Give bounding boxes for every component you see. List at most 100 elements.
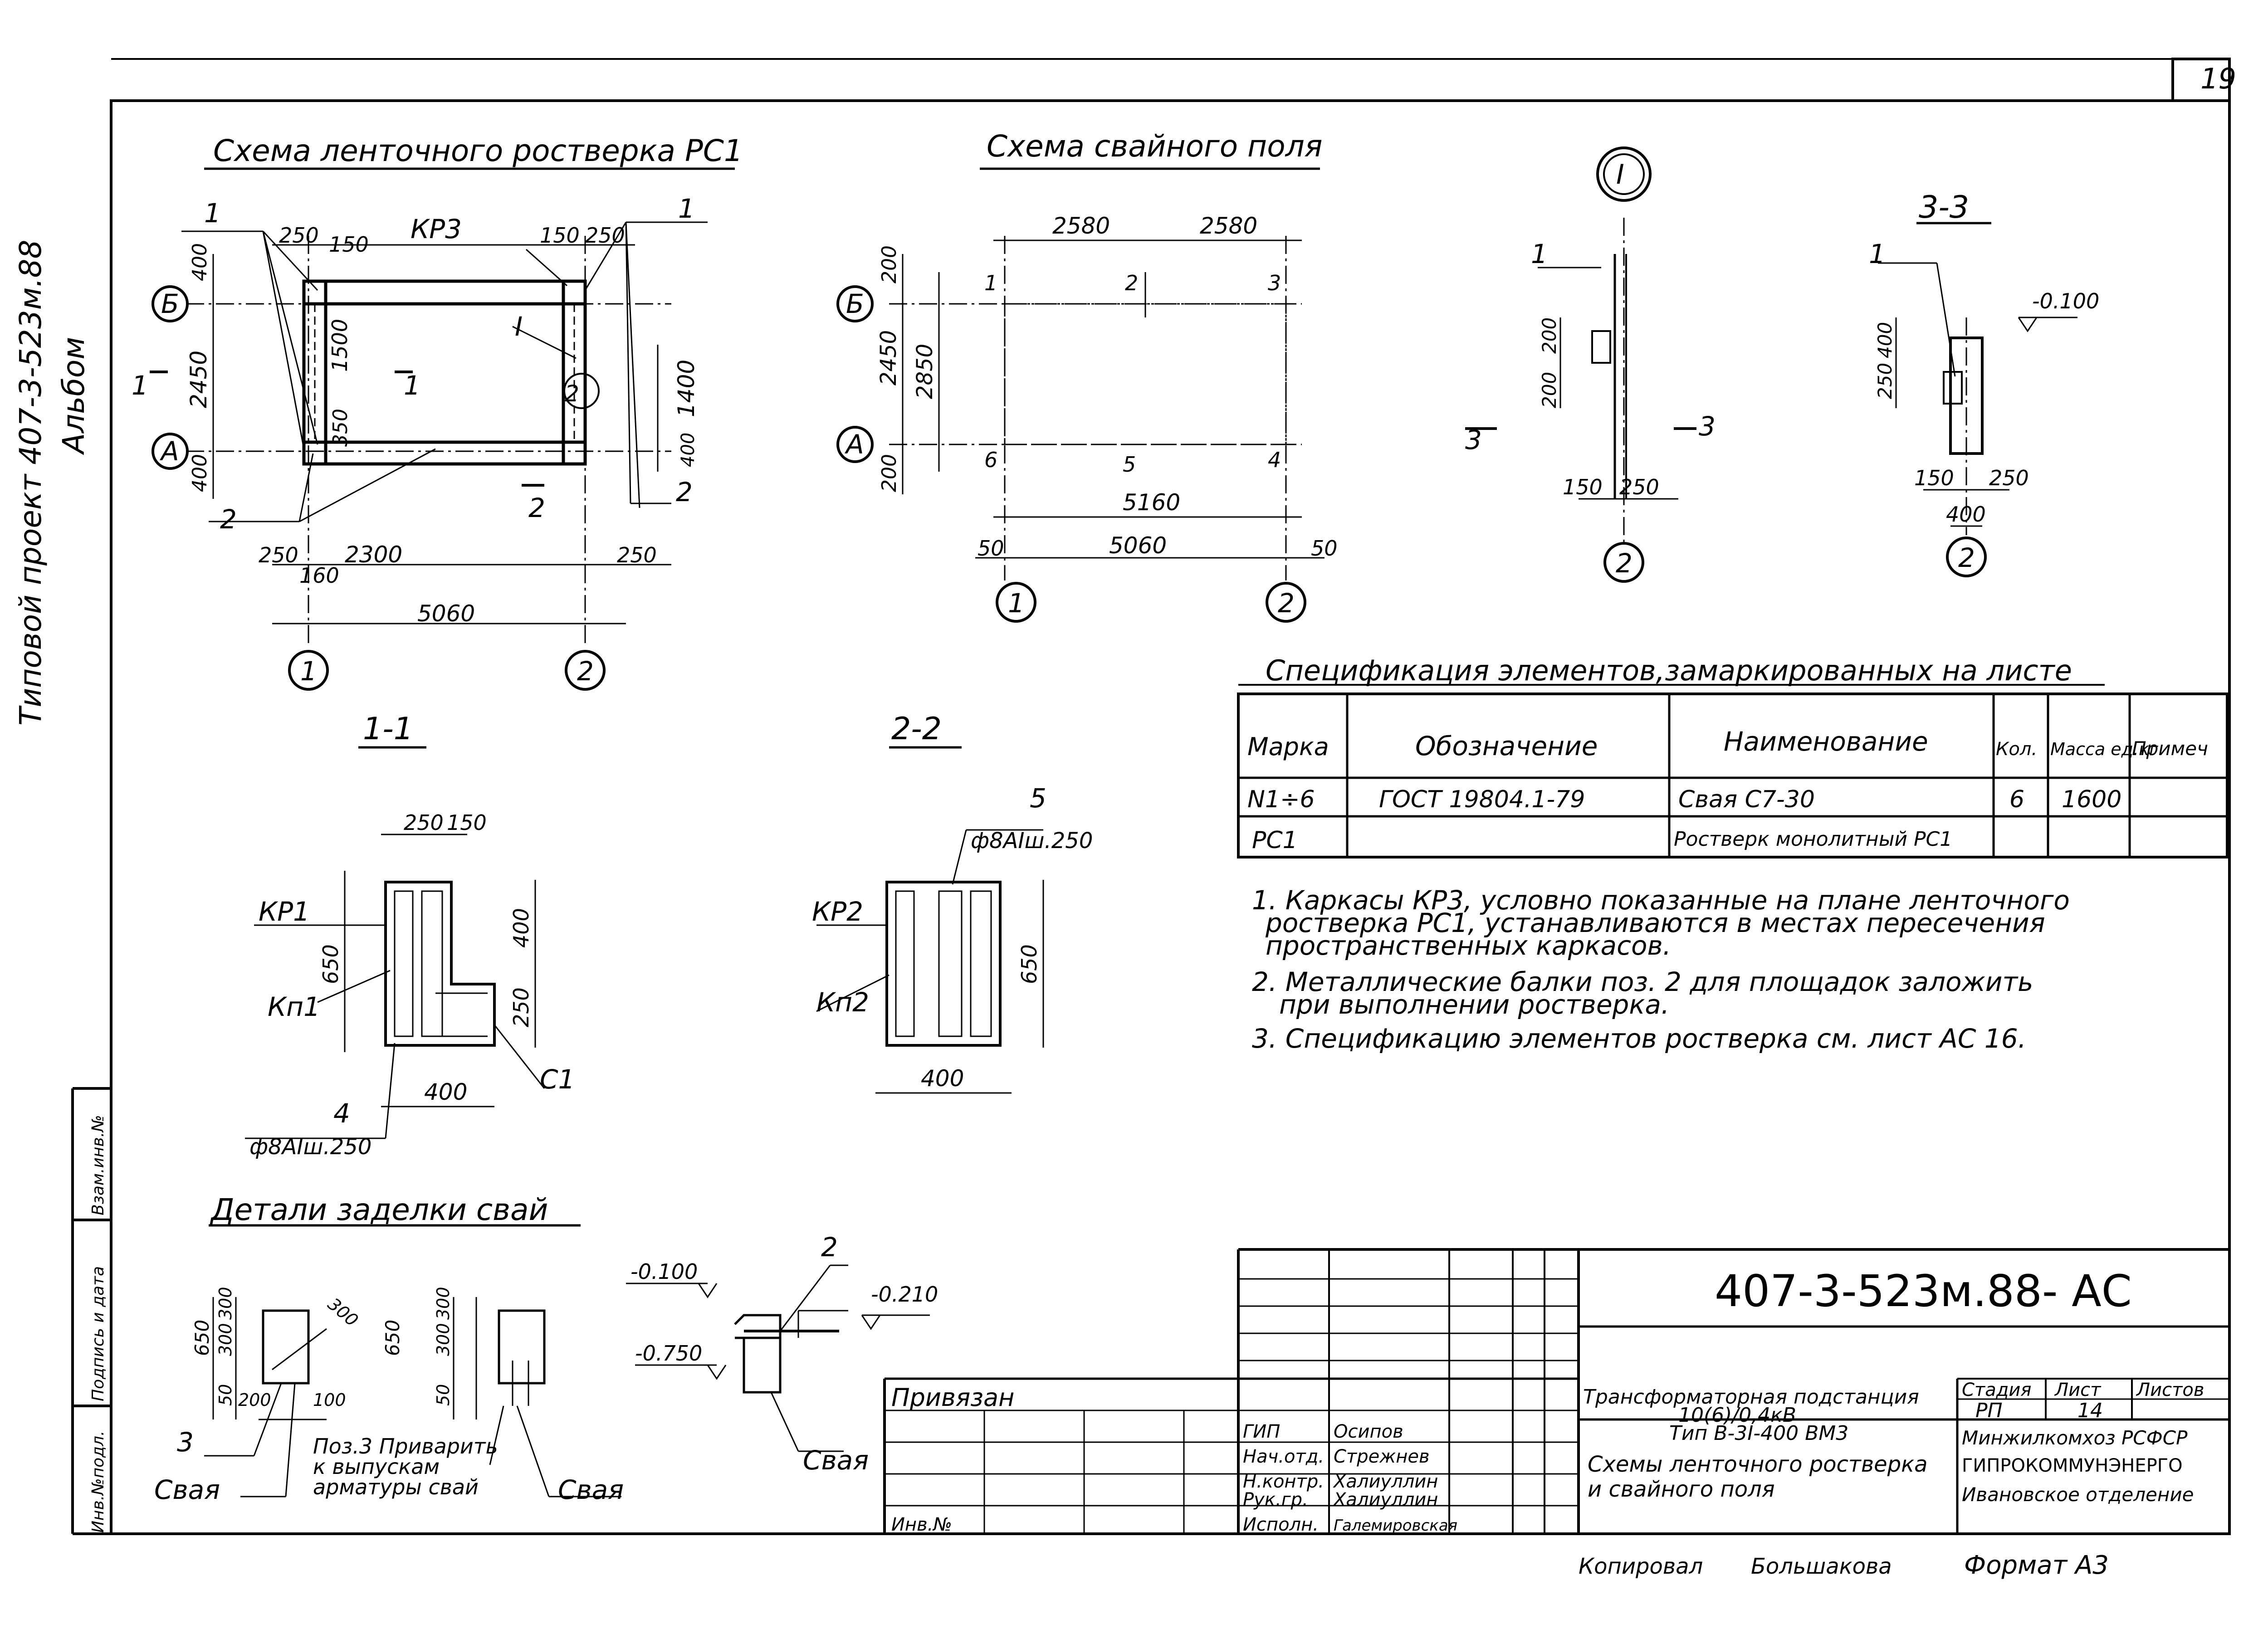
section-1-1 bbox=[245, 746, 545, 1139]
plan-piles-title: Схема свайного поля bbox=[987, 129, 1322, 164]
axis-2-piles: 2 bbox=[1278, 588, 1295, 619]
copied-label: Копировал bbox=[1579, 1554, 1703, 1579]
pd-pile-a: Свая bbox=[154, 1474, 220, 1505]
pd-dim-650a: 650 bbox=[191, 1320, 213, 1356]
dim-350: 350 bbox=[329, 409, 352, 447]
spec-header-mass: Масса ед.кг bbox=[2050, 739, 2159, 759]
section-2-2 bbox=[816, 746, 1044, 1094]
pile-details bbox=[204, 1224, 930, 1497]
dim-2300: 2300 bbox=[345, 541, 402, 568]
dim-2580b: 2580 bbox=[1200, 213, 1257, 239]
dim-400-bot: 400 bbox=[188, 454, 211, 492]
page-number: 19 bbox=[2200, 62, 2236, 95]
project-line-2: 10(6)/0,4кВ bbox=[1678, 1404, 1796, 1427]
pile-details-title: Детали заделки свай bbox=[210, 1192, 548, 1227]
name-1: Осипов bbox=[1334, 1421, 1403, 1442]
note-line-4: 2. Металлические балки поз. 2 для площад… bbox=[1252, 966, 2033, 997]
org-line-1: Минжилкомхоз РСФСР bbox=[1962, 1427, 2188, 1449]
spec-row2-name: Ростверк монолитный РС1 bbox=[1674, 828, 1952, 851]
detail-I-dim-250: 250 bbox=[1619, 475, 1659, 499]
axis-A-rost: А bbox=[159, 436, 179, 467]
detail-I-mark: I bbox=[1616, 159, 1624, 190]
role-3: Н.контр. bbox=[1243, 1471, 1324, 1492]
detail-I bbox=[1465, 146, 1696, 583]
section-1-1-dim-150: 150 bbox=[447, 810, 487, 835]
role-5: Исполн. bbox=[1243, 1514, 1319, 1535]
section-1-1-dim-650: 650 bbox=[318, 944, 343, 984]
label-kr1: КР1 bbox=[259, 896, 310, 927]
pd-dim-300a: 300 bbox=[215, 1287, 235, 1320]
dim-250-bot-a: 250 bbox=[259, 543, 298, 567]
privyazan-label: Привязан bbox=[891, 1383, 1014, 1412]
role-4: Рук.гр. bbox=[1243, 1489, 1308, 1510]
spec-row1-designation: ГОСТ 19804.1-79 bbox=[1379, 786, 1585, 813]
org-line-3: Ивановское отделение bbox=[1962, 1483, 2194, 1506]
pos2-left: 2 bbox=[220, 504, 237, 535]
inv-label: Инв.№ bbox=[891, 1514, 952, 1535]
axis-B-rost: Б bbox=[161, 288, 179, 319]
detail-I-dim-150: 150 bbox=[1563, 475, 1603, 499]
detail-I-dim-200a: 200 bbox=[1538, 317, 1560, 354]
dim-2450-piles: 2450 bbox=[876, 330, 901, 385]
sheet-title-line-1: Схемы ленточного ростверка bbox=[1588, 1452, 1928, 1477]
section-3-3-dim-250: 250 bbox=[1874, 363, 1896, 399]
pd-level-2: -0.750 bbox=[635, 1341, 702, 1366]
sheet-header: Лист bbox=[2054, 1380, 2102, 1400]
spec-row1-qty: 6 bbox=[2009, 786, 2024, 813]
page-number-box bbox=[2171, 58, 2231, 102]
pos1-left: 1 bbox=[204, 198, 221, 229]
note-line-6: 3. Спецификацию элементов ростверка см. … bbox=[1252, 1023, 2026, 1054]
note-line-5: при выполнении ростверка. bbox=[1279, 989, 1669, 1020]
dim-2580a: 2580 bbox=[1052, 213, 1110, 239]
section-3-3-dim-250b: 250 bbox=[1989, 466, 2029, 490]
dim-50a: 50 bbox=[978, 536, 1004, 561]
detail-I-pos: 1 bbox=[1531, 239, 1548, 269]
sheet-frame bbox=[110, 99, 2231, 1535]
dim-250b: 250 bbox=[585, 223, 625, 248]
section-3-3-dim-400: 400 bbox=[1874, 322, 1896, 358]
axis-1-rost: 1 bbox=[300, 656, 317, 687]
dim-160: 160 bbox=[299, 563, 339, 588]
detail-I-section-left: 3 bbox=[1465, 424, 1482, 455]
section-3-3-level: -0.100 bbox=[2032, 289, 2099, 313]
sheet-value: 14 bbox=[2077, 1399, 2103, 1422]
label-pos4: 4 bbox=[333, 1098, 350, 1129]
sheets-header: Листов bbox=[2136, 1380, 2204, 1400]
pd-pos3: 3 bbox=[177, 1427, 194, 1458]
side-box-2: Подпись и дата bbox=[89, 1266, 108, 1401]
role-1: ГИП bbox=[1243, 1421, 1280, 1442]
detail-I-axis: 2 bbox=[1616, 548, 1633, 579]
pos1-right: 1 bbox=[678, 193, 695, 224]
spec-table-frame bbox=[1237, 684, 2229, 858]
dim-5060-piles: 5060 bbox=[1109, 532, 1167, 559]
section-3-3-pos: 1 bbox=[1869, 239, 1886, 269]
pd-dim-650b: 650 bbox=[381, 1320, 404, 1356]
spec-header-designation: Обозначение bbox=[1415, 731, 1598, 761]
axis-1-piles: 1 bbox=[1008, 588, 1025, 619]
detail-I-dim-200b: 200 bbox=[1538, 372, 1560, 408]
pd-dim-300d: 300 bbox=[433, 1287, 453, 1320]
format-label: Формат А3 bbox=[1964, 1551, 2109, 1580]
section-3-3-dim-400b: 400 bbox=[1946, 502, 1986, 527]
project-line-3: Тип В-3I-400 ВМ3 bbox=[1669, 1422, 1848, 1445]
side-project-label: Типовой проект 407-3-523м.88 bbox=[13, 239, 48, 726]
pd-weld-1: Поз.3 Приварить bbox=[313, 1434, 498, 1458]
dim-2450: 2450 bbox=[186, 351, 212, 408]
label-kr2: КР2 bbox=[812, 896, 863, 927]
title-block-frame bbox=[883, 1248, 2229, 1534]
dim-5160: 5160 bbox=[1123, 489, 1180, 516]
pd-dim-300e: 300 bbox=[433, 1323, 453, 1356]
dim-200a: 200 bbox=[878, 245, 901, 283]
spec-row1-mass: 1600 bbox=[2062, 786, 2121, 813]
side-album-label: Альбом bbox=[56, 337, 91, 455]
section-1-1-title: 1-1 bbox=[363, 711, 413, 747]
sheet-title-line-2: и свайного поля bbox=[1588, 1477, 1775, 1502]
label-c1: С1 bbox=[540, 1064, 575, 1095]
note-line-3: пространственных каркасов. bbox=[1266, 930, 1671, 961]
pd-pile-c: Свая bbox=[803, 1445, 869, 1476]
pd-pos2: 2 bbox=[821, 1232, 838, 1263]
section-2-2-title: 2-2 bbox=[891, 711, 942, 747]
dim-200b: 200 bbox=[878, 454, 901, 492]
note-line-1: 1. Каркасы КР3, условно показанные на пл… bbox=[1252, 885, 2070, 916]
pos2-right: 2 bbox=[676, 477, 693, 507]
